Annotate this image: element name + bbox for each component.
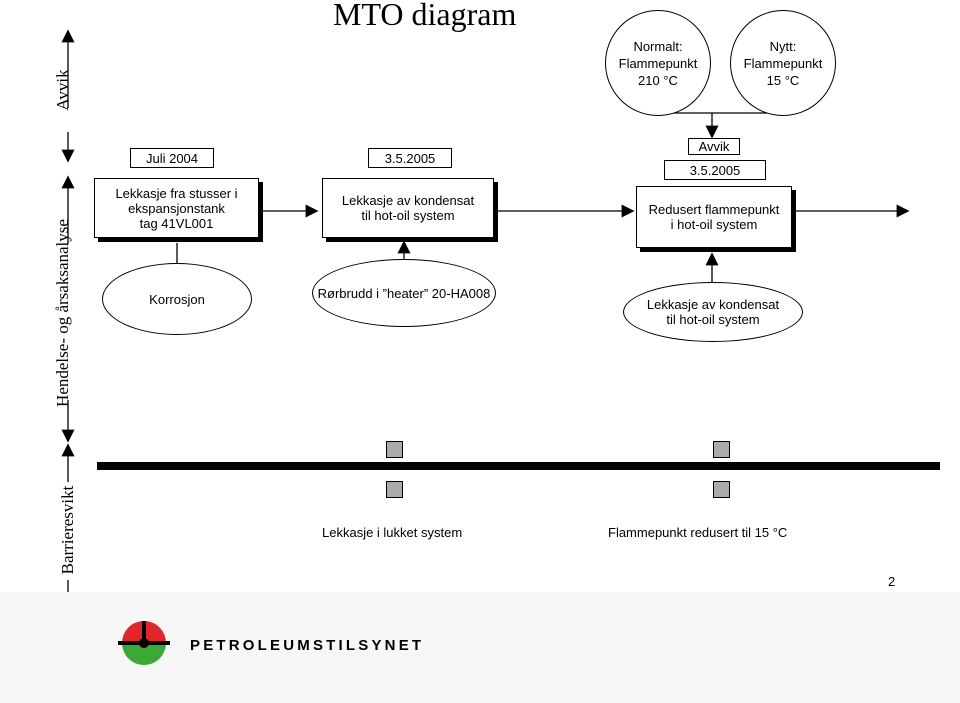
logo-icon (118, 621, 170, 665)
cause-ellipse-2: Rørbrudd i ”heater” 20-HA008 (312, 259, 496, 327)
normal-flashpoint-circle: Normalt: Flammepunkt 210 °C (605, 10, 711, 116)
page-number: 2 (888, 574, 896, 589)
barrier-square-1-top (386, 441, 403, 458)
date-box-1: Juli 2004 (130, 148, 214, 168)
deviation-label-box: Avvik (688, 138, 740, 155)
barrier-square-2-top (713, 441, 730, 458)
barriere-side-label: Barrieresvikt (58, 485, 77, 575)
title-text: MTO diagram (333, 0, 517, 32)
barrier-square-1-bottom (386, 481, 403, 498)
avvik-side-label: Avvik (53, 69, 72, 111)
event-box-2: Lekkasje av kondensat til hot-oil system (322, 178, 494, 238)
barrier-square-2-bottom (713, 481, 730, 498)
cause-ellipse-1: Korrosjon (102, 263, 252, 335)
event-box-3: Redusert flammepunkt i hot-oil system (636, 186, 792, 248)
hendelse-side-label: Hendelse- og årsaksanalyse (53, 219, 72, 407)
event-box-1: Lekkasje fra stusser i ekspansjonstank t… (94, 178, 259, 238)
logo-wordmark: PETROLEUMSTILSYNET (190, 637, 425, 654)
cause-ellipse-3: Lekkasje av kondensat til hot-oil system (623, 282, 803, 342)
new-flashpoint-circle: Nytt: Flammepunkt 15 °C (730, 10, 836, 116)
barrier-label-2: Flammepunkt redusert til 15 °C (608, 525, 788, 540)
date-box-2: 3.5.2005 (368, 148, 452, 168)
barrier-label-1: Lekkasje i lukket system (322, 525, 463, 540)
date-box-3: 3.5.2005 (664, 160, 766, 180)
